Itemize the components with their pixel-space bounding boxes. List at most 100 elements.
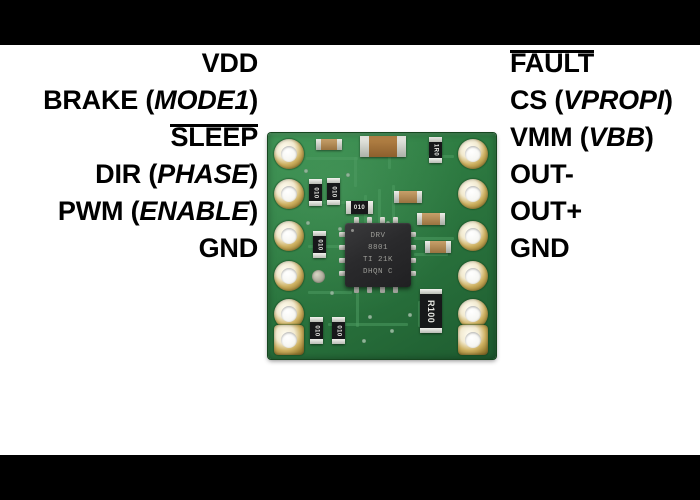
pad-hole (281, 186, 297, 202)
pin-label-pwm-text: PWM (57, 196, 124, 226)
pcb-trace (308, 245, 348, 248)
component-marking-010: 010 (330, 185, 337, 198)
ic-marking-line4: DHQN C (362, 268, 393, 276)
paren-open: ( (572, 122, 589, 152)
component-marking-010: 010 (335, 324, 342, 337)
pin-label-gnd-right-text: GND (510, 233, 570, 263)
component-terminal (420, 289, 442, 294)
pad-vdd[interactable] (274, 139, 304, 169)
paren-close: ) (249, 159, 258, 189)
component-cap-top-left-a: 010 (309, 179, 322, 206)
component-terminal (425, 241, 430, 253)
chip-pin (380, 286, 385, 293)
pin-label-gnd-left: GND (0, 230, 262, 267)
component-cap-bot-left-a: 010 (310, 317, 323, 344)
pin-label-pwm: PWM (ENABLE) (0, 193, 262, 230)
pad-sleep[interactable] (274, 221, 304, 251)
pin-label-out-minus: OUT- (508, 156, 700, 193)
pin-label-brake-text: BRAKE (43, 85, 139, 115)
pad-hole (281, 268, 297, 284)
pin-label-gnd-right: GND (508, 230, 700, 267)
component-mlcc-right-a (394, 191, 422, 203)
pin-label-sleep: SLEEP (0, 119, 262, 156)
chip-pin (367, 217, 372, 224)
pad-pwm[interactable] (274, 299, 304, 329)
chip-pin (339, 232, 346, 237)
component-tantalum-cap (360, 136, 406, 157)
component-terminal (337, 139, 342, 150)
component-marking-010: 010 (312, 186, 319, 199)
pad-out-minus[interactable] (458, 261, 488, 291)
component-terminal (394, 191, 399, 203)
component-marking-010: 010 (353, 204, 366, 211)
pin-label-brake-alt: MODE1 (154, 85, 250, 115)
pcb-trace (328, 323, 408, 326)
paren-close: ) (644, 122, 654, 152)
left-pin-label-column: VDD BRAKE (MODE1) SLEEP DIR (PHASE) PWM … (0, 45, 262, 267)
chip-pin (339, 245, 346, 250)
test-point (312, 270, 325, 283)
chip-pin (339, 271, 346, 276)
chip-pin (354, 286, 359, 293)
pcb-trace (378, 189, 381, 223)
pad-gnd-left[interactable] (274, 325, 304, 355)
component-terminal (327, 178, 340, 183)
pin-label-dir: DIR (PHASE) (0, 156, 262, 193)
motor-driver-pcb: 1R0 010 010 010 010 (268, 133, 496, 359)
pad-hole (465, 186, 481, 202)
component-mlcc-top (316, 139, 342, 150)
component-terminal (420, 328, 442, 333)
pin-label-cs-text: CS (510, 85, 548, 115)
pad-brake[interactable] (274, 179, 304, 209)
component-terminal (313, 253, 326, 258)
paren-open: ( (141, 159, 158, 189)
paren-open: ( (138, 85, 155, 115)
pcb-via (338, 227, 342, 231)
component-terminal (309, 201, 322, 206)
chip-pin (367, 286, 372, 293)
pin-label-gnd-left-text: GND (198, 233, 259, 263)
pad-dir[interactable] (274, 261, 304, 291)
component-marking-1r0: 1R0 (432, 143, 439, 157)
pad-out-plus[interactable] (458, 299, 488, 329)
pin-label-vmm: VMM (VBB) (508, 119, 700, 156)
paren-open: ( (123, 196, 140, 226)
pin-label-fault-text: FAULT (510, 45, 594, 82)
component-cap-top-left-b: 010 (327, 178, 340, 205)
component-terminal (332, 317, 345, 322)
pad-hole (281, 332, 297, 348)
chip-pin (393, 217, 398, 224)
component-terminal (310, 339, 323, 344)
pin-label-pwm-alt: ENABLE (139, 196, 250, 226)
pin-label-dir-text: DIR (95, 159, 142, 189)
component-terminal (313, 231, 326, 236)
component-terminal (446, 241, 451, 253)
component-mlcc-right-b (417, 213, 445, 225)
pad-fault[interactable] (458, 139, 488, 169)
chip-pin (409, 258, 416, 263)
pin-label-fault: FAULT (508, 45, 700, 82)
component-mlcc-right-c (425, 241, 451, 253)
pad-cs[interactable] (458, 179, 488, 209)
pad-vmm[interactable] (458, 221, 488, 251)
pin-label-sleep-text: SLEEP (170, 119, 258, 156)
pad-gnd-right[interactable] (458, 325, 488, 355)
component-terminal (327, 200, 340, 205)
component-terminal (429, 158, 442, 163)
component-terminal (417, 191, 422, 203)
pcb-via (362, 339, 366, 343)
pin1-marker-icon (351, 229, 354, 232)
chip-pin (339, 258, 346, 263)
component-terminal (440, 213, 445, 225)
component-terminal (332, 339, 345, 344)
pad-hole (281, 228, 297, 244)
pin-label-out-plus-text: OUT+ (510, 196, 582, 226)
pin-label-brake: BRAKE (MODE1) (0, 82, 262, 119)
pin-label-vdd: VDD (0, 45, 262, 82)
component-res-top-right: 1R0 (429, 137, 442, 163)
pad-hole (465, 228, 481, 244)
image-canvas: VDD BRAKE (MODE1) SLEEP DIR (PHASE) PWM … (0, 45, 700, 455)
component-terminal (368, 201, 373, 214)
component-terminal (417, 213, 422, 225)
